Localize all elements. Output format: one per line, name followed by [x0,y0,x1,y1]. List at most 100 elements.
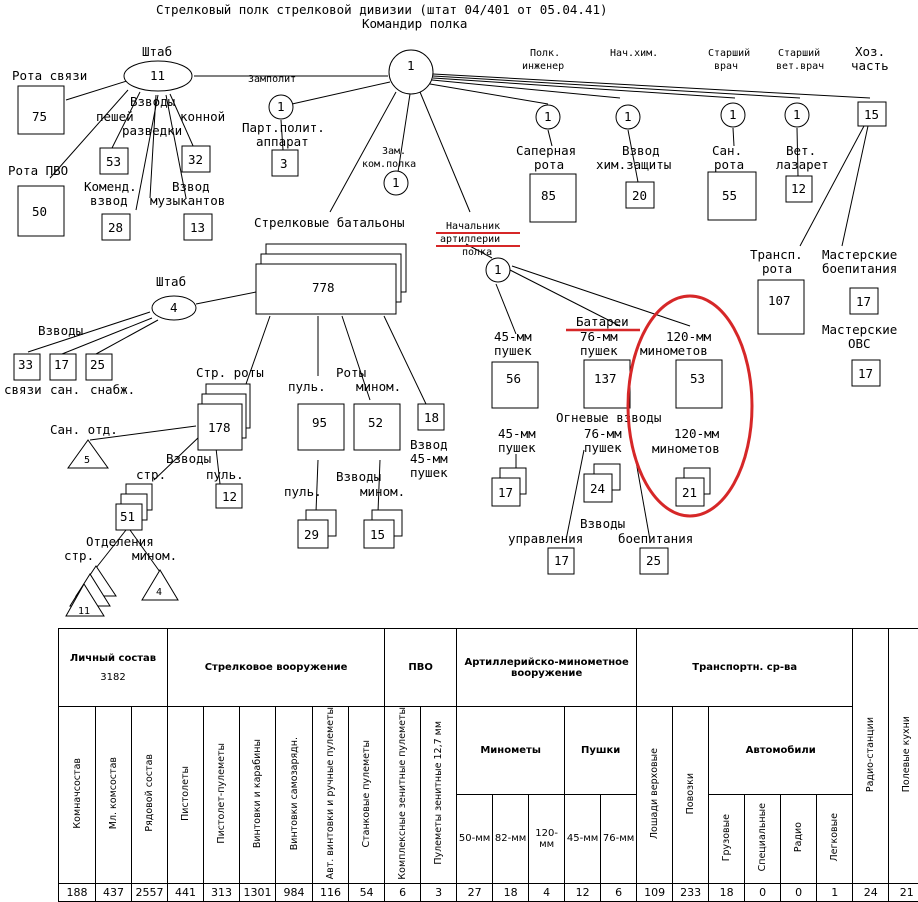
rifle-companies-label: Стр. роты [196,365,264,380]
supply-platoon-label: снабж. [90,382,135,397]
mortars-header: Минометы [457,707,565,795]
col-m82: 82-мм [493,795,529,883]
value-cell: 27 [457,883,493,901]
small-arms-label: Стрелковое вооружение [205,662,348,673]
col-g76: 76-мм [601,795,637,883]
art-chief-label-3: полка [462,247,492,258]
mortar120-battery-label-1: 120-мм [666,329,712,344]
hq-platoon-label-1: Коменд. [84,179,137,194]
guns-header: Пушки [565,707,637,795]
companies-label: Роты [336,365,366,380]
personnel-label: Личный состав [59,653,167,664]
rifle-platoon-count: 51 [120,509,135,524]
vehicles-label: Автомобили [746,745,816,756]
at-fire-platoon-count: 17 [498,485,513,500]
col-jr: Мл. комсостав [108,757,119,829]
zampolit-count: 1 [277,99,285,114]
fire-platoons-label: Огневые взводы [556,410,661,425]
sapper-label-2: рота [534,157,564,172]
senior-vet-count: 1 [793,107,801,122]
mortar-section-count: 4 [156,587,162,598]
artillery-header: Артиллерийско-минометное вооружение [457,629,637,707]
deputy-count: 1 [392,175,400,190]
col-cars: Легковые [829,813,840,861]
zampolit-label: Замполит [248,74,296,85]
engineer-label-2: инженер [522,61,564,72]
values-row: 188 437 2557 441 313 1301 984 116 54 6 3… [59,883,918,901]
chem-chief-count: 1 [624,109,632,124]
small-arms-header: Стрелковое вооружение [168,629,385,707]
transport-company-label-1: Трансп. [750,247,803,262]
col-aa-hmg: Пулеметы зенитные 12,7 мм [433,721,444,865]
diagram-subtitle: Командир полка [362,16,467,31]
rifle-sections-label: стр. [64,548,94,563]
equipment-table: Личный состав 3182 Стрелковое вооружение… [58,628,918,902]
value-cell: 0 [745,883,781,901]
value-cell: 1301 [240,883,276,901]
ammo-platoon-count: 25 [646,553,661,568]
ammo-platoon-label: боепитания [618,531,693,546]
value-cell: 441 [168,883,204,901]
recon-label-2: пешей [96,109,134,124]
col-ranks: Рядовой состав [144,754,155,832]
mortar-company-count: 52 [368,415,383,430]
signal-platoon-label: связи [4,382,42,397]
recon-foot-count: 53 [106,154,121,169]
at-battery-count: 56 [506,371,521,386]
signal-company-label: Рота связи [12,68,87,83]
supply-platoon-count: 25 [90,357,105,372]
col-aa-quad: Комплексные зенитные пулеметы [397,707,408,880]
col-g45: 45-мм [565,795,601,883]
col-rifles: Винтовки и карабины [252,739,263,848]
art-chief-count: 1 [494,262,502,277]
value-cell: 6 [601,883,637,901]
chem-platoon-label-1: Взвод [622,143,660,158]
sapper-count: 85 [541,188,556,203]
col-auto: Авт. винтовки и ручные пулеметы [325,707,336,879]
radio-stations-label: Радио-станции [865,717,876,792]
transport-company-count: 107 [768,293,791,308]
radio-stations-header: Радио-станции [853,629,889,884]
mg-platoons-sublabel: пуль. [284,484,322,499]
gun76-fire-platoon-count: 24 [590,481,605,496]
org-chart: Стрелковый полк стрелковой дивизии (штат… [0,0,918,628]
art-chief-label-2: артиллерии [440,234,500,245]
personnel-header: Личный состав 3182 [59,629,168,707]
value-cell: 984 [276,883,313,901]
recon-label-4: разведки [122,123,182,138]
senior-vet-label-2: вет.врач [776,61,824,72]
col-horses: Лошади верховые [649,748,660,839]
aa-header: ПВО [385,629,457,707]
supply-count: 15 [864,107,879,122]
medical-company-label-1: Сан. [712,143,742,158]
control-platoon-label: управления [508,531,583,546]
gun76-battery-label-2: пушек [580,343,618,358]
senior-doctor-label-2: врач [714,61,738,72]
batteries-label: Батареи [576,314,629,329]
value-cell: 4 [529,883,565,901]
diagram-title: Стрелковый полк стрелковой дивизии (штат… [156,2,608,17]
medical-section-count: 5 [84,455,90,466]
mortar120-battery-count: 53 [690,371,705,386]
value-cell: 233 [673,883,709,901]
mg-platoon-count: 29 [304,527,319,542]
at-fire-platoon-label-1: 45-мм [498,426,536,441]
engineer-count: 1 [544,109,552,124]
value-cell: 18 [493,883,529,901]
mortar120-battery-label-2: минометов [640,343,708,358]
mortar-sections-label: мином. [132,548,177,563]
deputy-label-1: Зам. [382,146,406,157]
col-cmd: Комначсостав [72,758,83,829]
col-pistols: Пистолеты [180,766,191,821]
band-label-2: музыкантов [150,193,225,208]
guns-label: Пушки [581,745,620,756]
value-cell: 54 [349,883,385,901]
deputy-label-2: ком.полка [362,159,416,170]
aa-company-count: 50 [32,204,47,219]
vet-hospital-count: 12 [791,181,806,196]
at-platoon-label-1: Взвод [410,437,448,452]
bn-platoons-label: Взводы [38,323,83,338]
value-cell: 2557 [132,883,168,901]
gun76-battery-count: 137 [594,371,617,386]
col-hmg: Станковые пулеметы [361,740,372,848]
